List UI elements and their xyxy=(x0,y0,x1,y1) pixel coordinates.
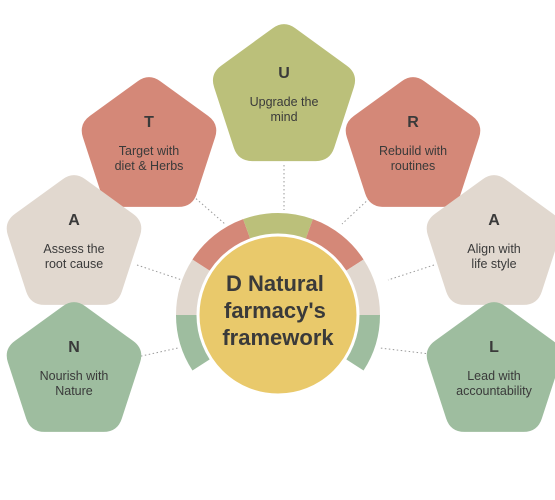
ring-segment xyxy=(305,219,364,272)
node-letter: U xyxy=(278,65,290,82)
node-label-line: Upgrade the xyxy=(250,95,319,109)
connector-line-a-right xyxy=(387,264,435,281)
node-label-line: Nature xyxy=(55,384,93,398)
node-letter: A xyxy=(68,212,80,229)
node-label-line: Rebuild with xyxy=(379,144,447,158)
ring-segment xyxy=(176,259,211,315)
node-label-line: Align with xyxy=(467,242,521,256)
node-label-line: diet & Herbs xyxy=(115,159,184,173)
node-pentagon xyxy=(426,175,555,305)
ring-segment xyxy=(345,259,380,315)
center-title-line: D Natural xyxy=(226,271,324,296)
node-label-line: Assess the xyxy=(43,242,104,256)
node-label-line: Target with xyxy=(119,144,179,158)
node-letter: L xyxy=(489,339,499,356)
center-title-line: framework xyxy=(222,325,334,350)
node-pentagon xyxy=(345,77,481,207)
ring-segment xyxy=(192,219,251,272)
node-pentagon xyxy=(6,175,142,305)
node-pentagon xyxy=(81,77,217,207)
node-letter: T xyxy=(144,114,154,131)
center-title-line: farmacy's xyxy=(224,298,326,323)
connector-line-t xyxy=(192,195,226,225)
node-pentagon xyxy=(212,24,356,162)
node-letter: N xyxy=(68,339,80,356)
node-label-line: Lead with xyxy=(467,369,521,383)
node-pentagon xyxy=(6,302,142,432)
node-pentagon xyxy=(426,302,555,432)
center-title: D Natural farmacy's framework xyxy=(222,271,334,350)
node-label-line: routines xyxy=(391,159,435,173)
node-label-line: mind xyxy=(270,110,297,124)
node-label-line: Nourish with xyxy=(40,369,109,383)
center-circle: D Natural farmacy's framework xyxy=(196,233,360,397)
connector-line-l xyxy=(379,347,431,355)
center-ring xyxy=(176,213,380,371)
ring-segment xyxy=(345,315,380,371)
ring-segment xyxy=(243,213,313,240)
connector-lines xyxy=(136,165,435,358)
node-label-line: root cause xyxy=(45,257,103,271)
node-letter: R xyxy=(407,114,419,131)
connector-line-n xyxy=(136,347,179,358)
node-letter: A xyxy=(488,212,500,229)
center-disc xyxy=(196,233,360,397)
ring-segment xyxy=(176,315,211,371)
connector-line-r xyxy=(341,195,373,225)
connector-line-a-left xyxy=(136,264,183,281)
node-label-line: life style xyxy=(471,257,516,271)
node-label-line: accountability xyxy=(456,384,532,398)
